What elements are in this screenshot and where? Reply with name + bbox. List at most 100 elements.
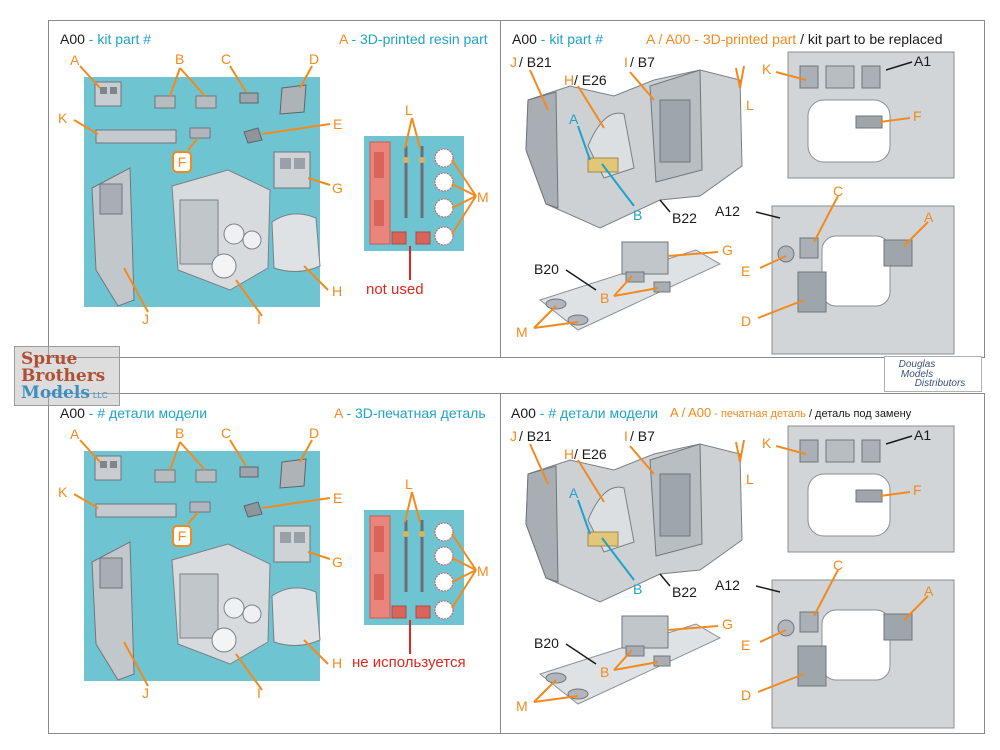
panel-header-print: A / A00 - 3D-printed part / kit part to … xyxy=(646,31,943,47)
panel-header: A00 - kit part # xyxy=(512,31,603,47)
header-print-code: A / A00 xyxy=(646,31,691,47)
label-i: I xyxy=(624,428,628,444)
header-print-desc: - печатная деталь xyxy=(711,408,806,420)
watermark-line-1: Douglas xyxy=(898,359,936,370)
label-i: I xyxy=(624,54,628,70)
not-used-label: not used xyxy=(366,281,424,298)
panel-header-resin: A - 3D-печатная деталь xyxy=(334,405,486,421)
label-d: D xyxy=(309,51,320,67)
label-b22: B22 xyxy=(672,584,697,600)
label-h: H xyxy=(564,72,575,88)
label-a: A xyxy=(924,583,934,599)
label-c: C xyxy=(221,51,232,67)
label-a: A xyxy=(70,52,80,68)
header-kit-part: - # детали модели xyxy=(535,405,659,421)
label-m: M xyxy=(477,563,489,579)
label-b20: B20 xyxy=(534,635,559,651)
watermark-suffix: LLC xyxy=(93,391,108,400)
label-b20: B20 xyxy=(534,261,559,277)
label-i: I xyxy=(257,685,261,701)
label-b22: B22 xyxy=(672,210,697,226)
label-e26: / E26 xyxy=(574,446,607,462)
label-d: D xyxy=(741,313,752,329)
label-a12: A12 xyxy=(715,203,740,219)
label-k: K xyxy=(58,484,68,500)
not-used-label: не используется xyxy=(352,654,466,671)
label-j: J xyxy=(142,685,149,701)
label-m: M xyxy=(477,189,489,205)
header-code: A00 xyxy=(511,405,536,421)
panel-header-print: A / A00 - печатная деталь / деталь под з… xyxy=(670,405,911,420)
label-g: G xyxy=(332,554,343,570)
label-b: B xyxy=(175,51,185,67)
watermark-line-3: Models xyxy=(21,383,90,403)
label-b7: / B7 xyxy=(630,428,655,444)
panel-header: A00 - # детали модели xyxy=(60,405,207,421)
label-b: B xyxy=(600,290,610,306)
header-replace-desc: / деталь под замену xyxy=(805,408,912,420)
label-b: B xyxy=(600,664,610,680)
label-j: J xyxy=(510,428,517,444)
header-resin-code: A xyxy=(334,405,343,421)
panel-header-resin: A - 3D-printed resin part xyxy=(339,31,488,47)
label-b21: / B21 xyxy=(519,428,552,444)
label-l: L xyxy=(405,102,413,118)
label-e26: / E26 xyxy=(574,72,607,88)
label-i: I xyxy=(257,311,261,327)
label-e: E xyxy=(741,637,751,653)
label-h: H xyxy=(332,283,343,299)
label-c: C xyxy=(833,557,844,573)
label-m: M xyxy=(516,698,528,714)
douglas-models-watermark: Douglas Models Distributors xyxy=(884,356,982,392)
label-g: G xyxy=(722,242,733,258)
header-resin-code: A xyxy=(339,31,348,47)
bottom-divider xyxy=(500,393,501,734)
label-b7: / B7 xyxy=(630,54,655,70)
label-a: A xyxy=(70,426,80,442)
label-j: J xyxy=(510,54,517,70)
label-e: E xyxy=(741,263,751,279)
label-h: H xyxy=(332,655,343,671)
label-l: L xyxy=(746,471,754,487)
label-f: F xyxy=(913,108,922,124)
label-l: L xyxy=(405,476,413,492)
sprue-brothers-watermark: Sprue Brothers Models LLC xyxy=(14,346,120,406)
label-a1: A1 xyxy=(914,427,932,443)
label-a1: A1 xyxy=(914,53,932,69)
label-k: K xyxy=(762,435,772,451)
label-b-teal: B xyxy=(633,581,643,597)
watermark-line-3: Distributors xyxy=(914,378,966,389)
header-code: A00 xyxy=(60,31,85,47)
panel-header: A00 - kit part # xyxy=(60,31,151,47)
header-code: A00 xyxy=(60,405,85,421)
label-f: F xyxy=(172,151,192,173)
label-b21: / B21 xyxy=(519,54,552,70)
label-e: E xyxy=(333,490,343,506)
header-resin-desc: - 3D-printed resin part xyxy=(347,31,488,47)
header-print-desc: - 3D-printed part xyxy=(690,31,797,47)
header-code: A00 xyxy=(512,31,537,47)
header-resin-desc: - 3D-печатная деталь xyxy=(342,405,486,421)
label-d: D xyxy=(741,687,752,703)
label-c: C xyxy=(221,425,232,441)
label-f: F xyxy=(913,482,922,498)
label-d: D xyxy=(309,425,320,441)
label-b-teal: B xyxy=(633,207,643,223)
header-kit-part: - kit part # xyxy=(84,31,152,47)
label-h: H xyxy=(564,446,575,462)
label-c: C xyxy=(833,183,844,199)
watermark-line-1: Sprue xyxy=(21,349,78,369)
watermark-line-2: Models xyxy=(900,369,934,380)
header-replace-desc: / kit part to be replaced xyxy=(796,31,943,47)
label-a12: A12 xyxy=(715,577,740,593)
label-k: K xyxy=(762,61,772,77)
label-f: F xyxy=(172,525,192,547)
header-kit-part: - kit part # xyxy=(536,31,604,47)
label-a-teal: A xyxy=(569,111,579,127)
header-print-code: A / A00 xyxy=(670,405,712,420)
label-k: K xyxy=(58,110,68,126)
label-m: M xyxy=(516,324,528,340)
panel-header: A00 - # детали модели xyxy=(511,405,658,421)
label-e: E xyxy=(333,116,343,132)
